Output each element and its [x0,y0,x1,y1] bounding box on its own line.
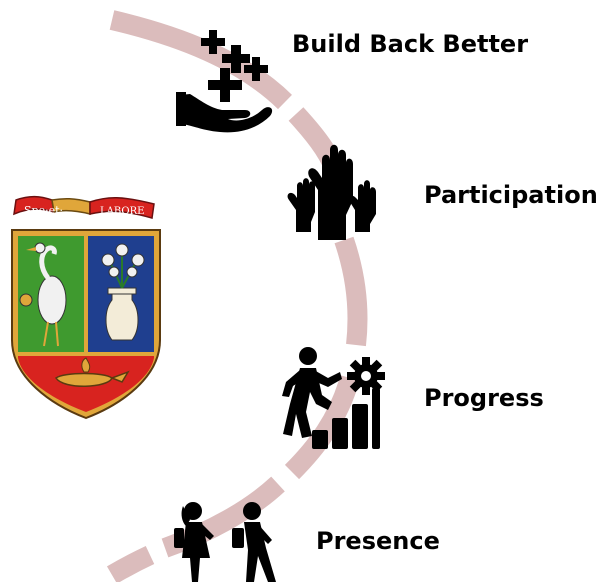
person-climbing-steps-with-gear-icon [282,347,385,449]
school-crest-icon: Spe·et· LABORE [11,195,161,420]
step-label-progress: Progress [424,384,544,412]
crest-motto-left: Spe·et· [24,204,63,217]
lamp-icon [54,357,130,387]
arc-segment-3 [334,236,368,347]
crest-motto-right: LABORE [100,206,144,217]
students-walking-icon [174,502,276,582]
step-label-presence: Presence [316,527,440,555]
vase-with-flowers-icon [101,243,145,341]
arc-segment-6 [106,545,155,582]
step-label-build-back-better: Build Back Better [292,30,529,58]
arc-path [106,10,368,582]
step-label-participation: Participation [424,181,598,209]
heron-icon [19,242,67,347]
hand-with-plus-signs-icon [176,30,273,133]
arc-segment-1 [109,10,292,110]
raised-hands-icon [287,144,376,240]
